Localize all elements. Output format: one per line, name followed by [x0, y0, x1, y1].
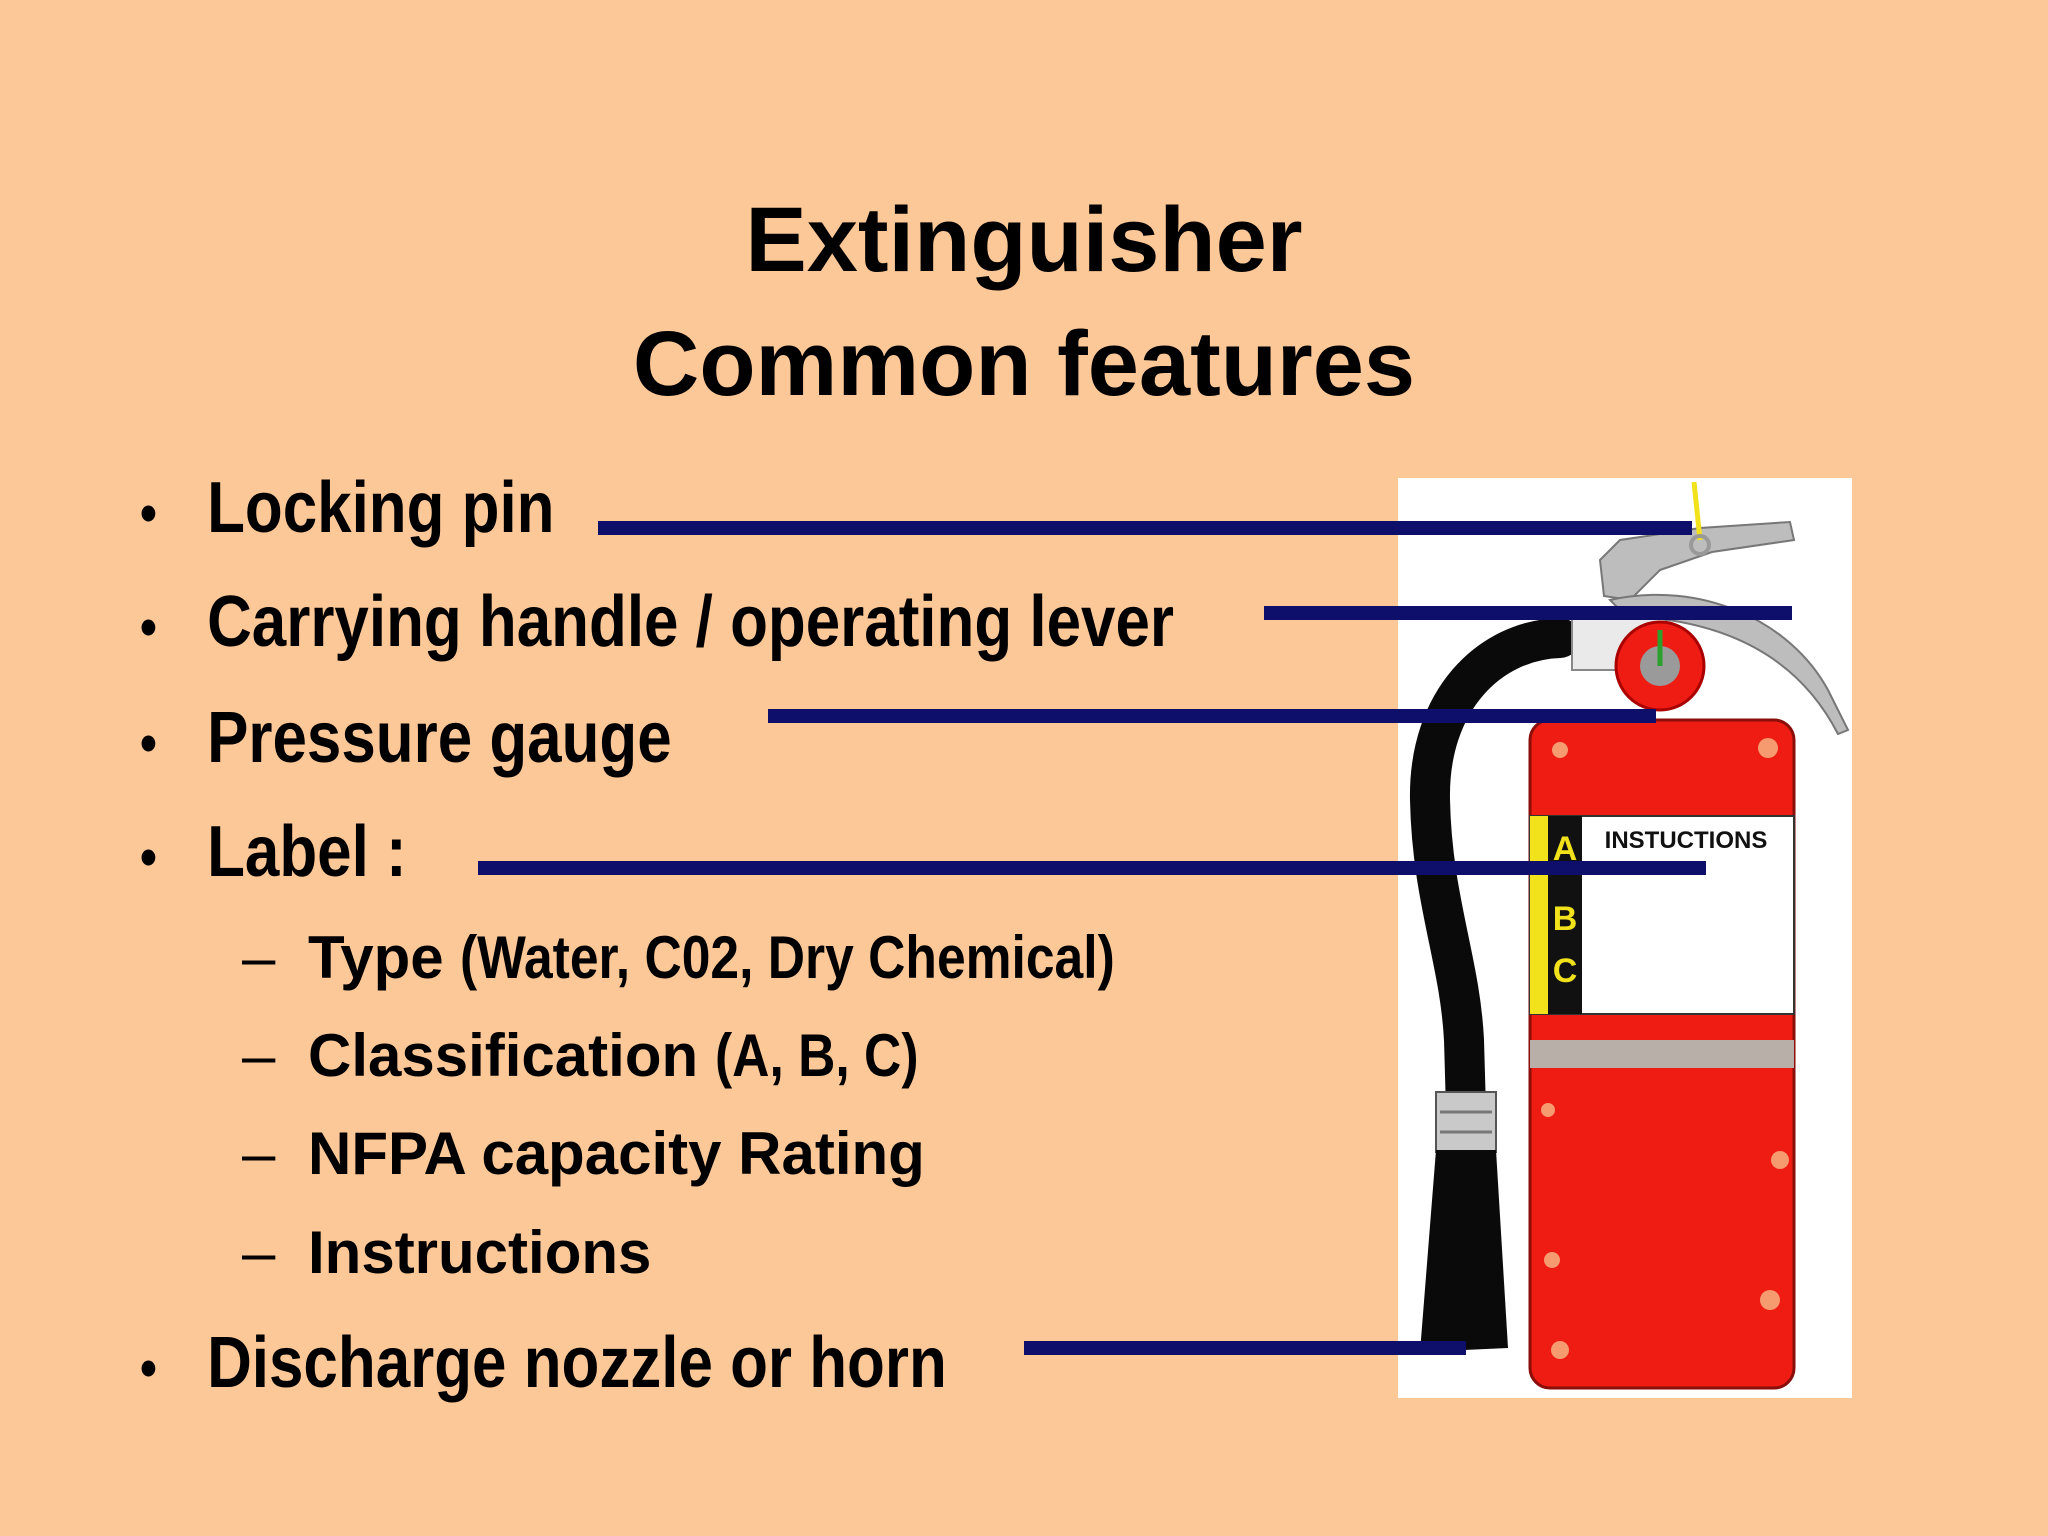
locking-pin [1691, 481, 1703, 541]
sub-item-main: Type [308, 924, 444, 991]
sub-item-type: –Type (Water, C02, Dry Chemical) [242, 923, 1222, 993]
sub-item-instructions: –Instructions [242, 1218, 651, 1288]
sub-item-paren: (Water, C02, Dry Chemical) [460, 924, 1116, 991]
dash-marker: – [242, 1022, 276, 1089]
dash-marker: – [242, 924, 276, 991]
sub-item-main: NFPA capacity Rating [308, 1120, 925, 1187]
speckle [1541, 1103, 1555, 1117]
dash-marker: – [242, 1219, 276, 1286]
dash-marker: – [242, 1120, 276, 1187]
bullet-label: • Label : [140, 812, 407, 897]
bullet-pressure-gauge: • Pressure gauge [140, 698, 672, 783]
bullet-dot: • [140, 594, 157, 658]
hose [1409, 618, 1580, 1130]
speckle [1771, 1151, 1789, 1169]
speckle [1544, 1252, 1560, 1268]
speckle [1758, 738, 1778, 758]
speckle [1760, 1290, 1780, 1310]
bullet-locking-pin: • Locking pin [140, 468, 555, 553]
sub-item-paren: (A, B, C) [714, 1022, 919, 1089]
class-b-letter: B [1553, 900, 1578, 938]
sub-item-main: Instructions [308, 1219, 652, 1286]
bullet-text: Discharge nozzle or horn [207, 1323, 947, 1403]
discharge-horn [1420, 1150, 1508, 1352]
hose-ferrule [1435, 1091, 1497, 1153]
bullet-text: Locking pin [207, 468, 555, 548]
instructions-label-text: INSTUCTIONS [1605, 827, 1768, 854]
pin-ring [1689, 534, 1711, 556]
speckle [1552, 742, 1568, 758]
slide-title: Extinguisher Common features [0, 178, 2048, 426]
bullet-text: Pressure gauge [207, 698, 672, 778]
slide-title-line1: Extinguisher [745, 189, 1303, 291]
bullet-text: Label : [207, 812, 407, 892]
class-c-letter: C [1553, 952, 1578, 990]
bullet-discharge-nozzle: • Discharge nozzle or horn [140, 1323, 947, 1408]
bullet-text: Carrying handle / operating lever [207, 582, 1174, 662]
cylinder-band [1530, 1040, 1794, 1068]
sub-item-classification: –Classification (A, B, C) [242, 1021, 951, 1091]
label-class-column [1548, 816, 1582, 1014]
bullet-dot: • [140, 480, 157, 544]
bullet-dot: • [140, 824, 157, 888]
bullet-dot: • [140, 710, 157, 774]
bullet-dot: • [140, 1335, 157, 1399]
slide-title-line2: Common features [632, 313, 1416, 415]
label-yellow-strip [1530, 816, 1548, 1014]
sub-item-main: Classification [308, 1022, 699, 1089]
bullet-carrying-handle: • Carrying handle / operating lever [140, 582, 1174, 667]
speckle [1551, 1341, 1569, 1359]
sub-item-nfpa: –NFPA capacity Rating [242, 1119, 925, 1189]
